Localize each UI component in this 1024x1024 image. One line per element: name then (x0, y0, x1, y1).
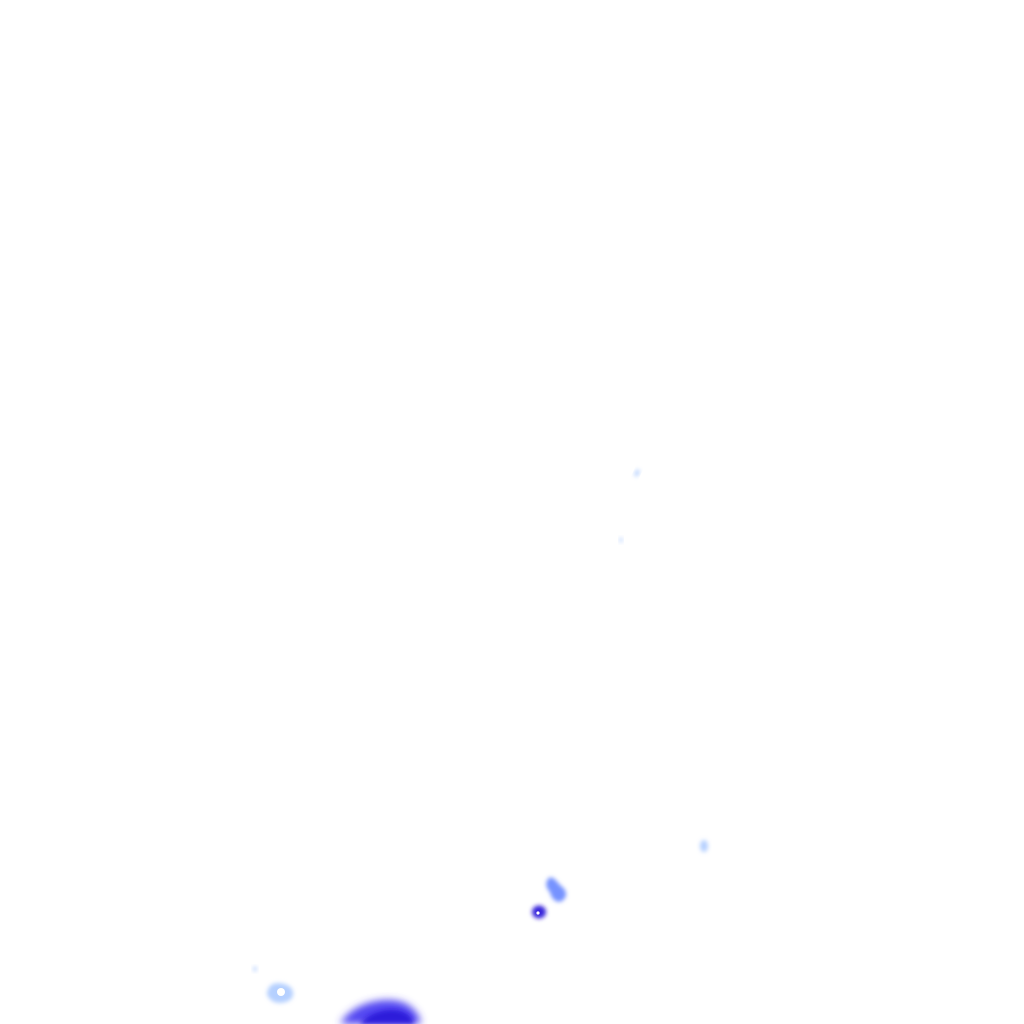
radar-echo-core (536, 911, 540, 915)
radar-echo-inner (360, 1010, 414, 1024)
radar-echo (634, 469, 640, 477)
radar-echo (619, 537, 623, 543)
radar-echo-cluster (546, 877, 567, 902)
radar-echo-cluster (266, 983, 294, 1003)
radar-echo-cluster (340, 1000, 421, 1024)
radar-echo-core (277, 988, 285, 996)
radar-echo (253, 966, 257, 972)
radar-echo (546, 877, 567, 902)
radar-echo (700, 840, 708, 852)
radar-echo-cluster (532, 905, 546, 919)
